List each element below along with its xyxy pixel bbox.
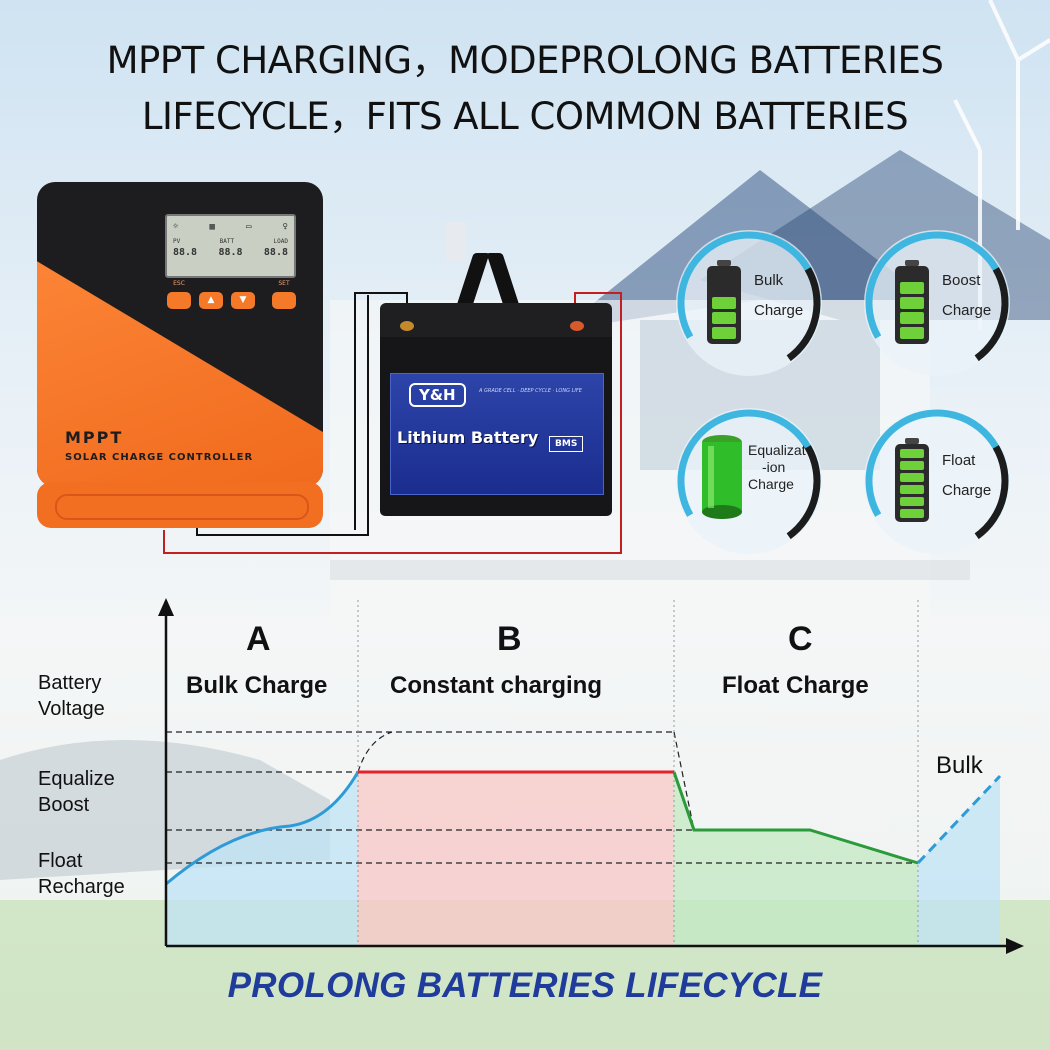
equalize-drop: [673, 731, 695, 831]
lcd-load-label: LOAD: [273, 238, 288, 245]
controller-subtitle: SOLAR CHARGE CONTROLLER: [65, 452, 254, 463]
rebulk-zone-fill: [918, 776, 1000, 946]
mode-label-line1: Bulk: [754, 272, 784, 289]
y-label-equalize-boost: Equalize Boost: [38, 768, 115, 816]
y-axis-arrow: [158, 598, 174, 616]
bulk-curve: [165, 771, 360, 886]
mode-label-line2: Charge: [942, 302, 992, 319]
float-zone-fill: [674, 772, 918, 946]
ring-arc: [677, 231, 821, 375]
charging-stage-diagram: Battery Voltage Equalize Boost Float Rec…: [0, 590, 1050, 970]
bulk-zone-fill: [166, 772, 358, 946]
mode-label-line3: Charge: [748, 476, 794, 492]
mode-label-line1: Boost: [942, 272, 981, 289]
mode-label-line2: Charge: [942, 482, 992, 499]
lcd-batt-readout: 88.8: [218, 247, 243, 258]
headline-line-2: LIFECYCLE，FITS ALL COMMON BATTERIES: [141, 95, 909, 138]
y-label-battery-voltage: Battery Voltage: [38, 672, 105, 720]
battery-bms-badge: BMS: [549, 436, 584, 452]
mode-float-charge: Float Charge: [864, 408, 1010, 554]
rebulk-curve: [916, 774, 1002, 865]
zone-c-name: Float Charge: [722, 672, 869, 699]
zone-b-name: Constant charging: [390, 672, 603, 699]
battery-name: Lithium Battery: [397, 428, 539, 447]
mode-label-line2: -ion: [762, 459, 786, 475]
positive-terminal: [570, 321, 584, 331]
battery-lcd-icon: ▭: [246, 222, 252, 232]
zone-a-name: Bulk Charge: [186, 672, 328, 699]
solar-panel-icon: ▦: [209, 222, 215, 232]
battery-icon: [707, 260, 741, 344]
lithium-battery: Y&H A GRADE CELL · DEEP CYCLE · LONG LIF…: [380, 253, 612, 516]
battery-label: Y&H A GRADE CELL · DEEP CYCLE · LONG LIF…: [390, 373, 604, 495]
controller-base: [37, 482, 323, 528]
zone-b-letter: B: [497, 620, 522, 658]
mode-boost-charge: Boost Charge: [864, 230, 1010, 376]
lcd-batt-label: BATT: [219, 238, 235, 245]
battery-cell-icon: [702, 435, 742, 519]
battery-icon: [895, 438, 929, 522]
down-button[interactable]: ▼: [231, 292, 255, 309]
float-curve: [672, 771, 919, 865]
lcd-pv-readout: 88.8: [173, 247, 198, 258]
esc-button-label: ESC: [173, 280, 185, 287]
constant-zone-fill: [358, 772, 674, 946]
y-label-float-recharge: Float Recharge: [38, 850, 125, 898]
footer-slogan: PROLONG BATTERIES LIFECYCLE: [227, 966, 823, 1005]
zone-c-letter: C: [788, 620, 813, 658]
ring-arc: [865, 409, 1009, 553]
mode-bulk-charge: Bulk Charge: [676, 230, 822, 376]
battery-body: Y&H A GRADE CELL · DEEP CYCLE · LONG LIF…: [380, 337, 612, 516]
mppt-controller: ☼ ▦ ▭ ♀ PV BATT LOAD 88.8 88.8 88.8 ESC …: [37, 182, 323, 528]
mode-equalization-charge: Equalizat -ion Charge: [676, 408, 822, 554]
equalize-curve: [357, 731, 393, 773]
battery-tagline: A GRADE CELL · DEEP CYCLE · LONG LIFE: [479, 388, 582, 394]
negative-terminal: [400, 321, 414, 331]
zone-a-letter: A: [246, 620, 271, 658]
up-button[interactable]: ▲: [199, 292, 223, 309]
esc-button[interactable]: [167, 292, 191, 309]
lcd-pv-label: PV: [173, 238, 181, 245]
headline-line-1: MPPT CHARGING，MODEPROLONG BATTERIES: [106, 39, 944, 82]
set-button[interactable]: [272, 292, 296, 309]
mode-label-line1: Equalizat: [748, 442, 806, 458]
controller-lcd: ☼ ▦ ▭ ♀ PV BATT LOAD 88.8 88.8 88.8: [165, 214, 296, 278]
battery-icon: [895, 260, 929, 344]
set-button-label: SET: [278, 280, 290, 287]
controller-title: MPPT: [65, 428, 124, 447]
mode-label-line1: Float: [942, 452, 976, 469]
battery-brand: Y&H: [409, 383, 466, 407]
ring-arc: [865, 231, 1009, 375]
battery-top: [380, 303, 612, 337]
diagram-plot: [158, 598, 1024, 954]
mode-label-line2: Charge: [754, 302, 804, 319]
x-axis-arrow: [1006, 938, 1024, 954]
ring-arc: [677, 409, 821, 553]
bulb-icon: ♀: [282, 222, 288, 232]
bulk-tag: Bulk: [936, 752, 983, 779]
lcd-load-readout: 88.8: [263, 247, 288, 258]
sun-icon: ☼: [173, 222, 179, 232]
